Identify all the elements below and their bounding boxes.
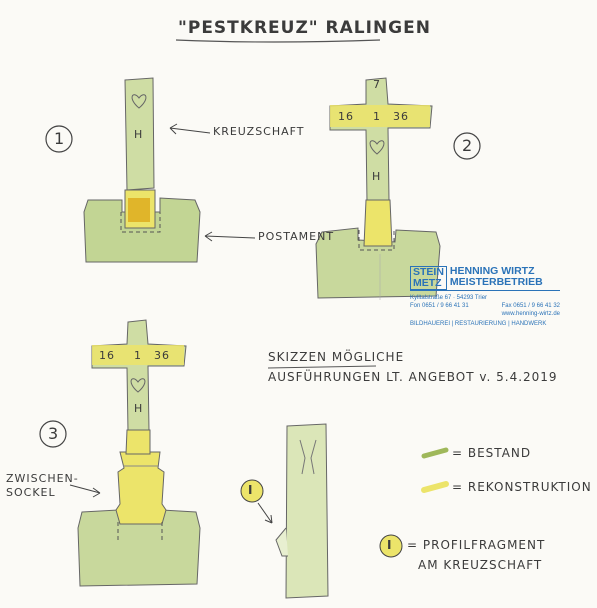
v3-inscription-mid: 1 [134, 349, 142, 362]
variant-3-drawing [39, 319, 201, 587]
postament-arrow [204, 231, 256, 242]
stamp-company-sub: MEISTERBETRIEB [449, 276, 543, 288]
legend-bestand-swatch [421, 447, 449, 459]
company-stamp: STEIN METZ HENNING WIRTZ MEISTERBETRIEB … [410, 266, 560, 328]
variant-3-zwischensockel [115, 451, 167, 525]
variant-3-cross [91, 319, 187, 433]
variant-1-heart [131, 94, 147, 109]
legend-marker-letter: I [387, 538, 393, 552]
legend-fragment-label-2: AM KREUZSCHAFT [418, 558, 543, 572]
notes-line-2: AUSFÜHRUNGEN LT. ANGEBOT v. 5.4.2019 [268, 370, 558, 384]
legend-bestand-label: = BESTAND [452, 446, 532, 460]
variant-2-postament [315, 227, 441, 299]
legend-rekonstruktion-label: = REKONSTRUKTION [452, 480, 592, 494]
label-zwischensockel-2: SOCKEL [6, 486, 56, 499]
zwischensockel-arrow [69, 484, 101, 498]
v3-inscription-right: 36 [154, 349, 170, 362]
variant-1-shaft [124, 77, 155, 191]
variant-3-number-circle [39, 420, 67, 448]
kreuzschaft-arrow [169, 123, 211, 135]
v3-inscription-left: 16 [99, 349, 115, 362]
legend-marker-circle [379, 534, 403, 558]
stamp-company-name: HENNING WIRTZ [449, 265, 535, 277]
fragment-marker-circle [240, 479, 264, 503]
fragment-marker-letter: I [248, 483, 254, 497]
variant-2-cross [329, 77, 433, 203]
stamp-fax: Fax 0651 / 9 66 41 32 [501, 303, 560, 309]
variant-1-drawing [45, 77, 256, 263]
v2-inscription-right: 36 [393, 110, 409, 123]
fragment-detail-drawing [240, 423, 329, 599]
label-zwischensockel-1: ZWISCHEN- [6, 472, 79, 485]
v2-inscription-top: 7 [373, 78, 381, 91]
variant-3-number: 3 [48, 424, 60, 443]
v3-shaft-letter: H [134, 402, 144, 415]
variant-1-number: 1 [54, 129, 66, 148]
page-title: "PESTKREUZ" RALINGEN [178, 18, 431, 38]
variant-1-reconstruction-core [128, 198, 150, 222]
v2-shaft-letter: H [372, 170, 382, 183]
stamp-fon: Fon 0651 / 9 66 41 31 [410, 303, 469, 309]
variant-2-crossbar-reconstruction [330, 105, 430, 127]
stamp-logo-bottom: METZ [413, 277, 442, 289]
legend [379, 447, 449, 558]
stamp-services: BILDHAUEREI | RESTAURIERUNG | HANDWERK [410, 321, 547, 327]
stamp-address: Kylltalstraße 67 · 54293 Trier [410, 295, 488, 301]
variant-2-drawing [315, 77, 481, 299]
legend-fragment-label-1: = PROFILFRAGMENT [407, 538, 546, 552]
variant-1-postament [83, 197, 201, 263]
notes-line-1: SKIZZEN MÖGLICHE [268, 350, 405, 364]
v2-inscription-left: 16 [338, 110, 354, 123]
v1-shaft-letter: H [134, 128, 144, 141]
variant-2-number: 2 [462, 136, 474, 155]
v2-inscription-mid: 1 [373, 110, 381, 123]
variant-1-number-circle [45, 125, 73, 153]
legend-rekonstruktion-swatch [421, 481, 449, 493]
stamp-web: www.henning-wirtz.de [501, 311, 560, 317]
variant-2-shaft-reconstruction [363, 199, 393, 247]
fragment-shaft [285, 423, 329, 599]
stamp-logo-top: STEIN [413, 266, 444, 278]
label-kreuzschaft: KREUZSCHAFT [213, 125, 305, 138]
fragment-profile [275, 527, 288, 557]
label-postament: POSTAMENT [258, 230, 335, 243]
title-underline [175, 39, 381, 43]
variant-2-number-circle [453, 132, 481, 160]
